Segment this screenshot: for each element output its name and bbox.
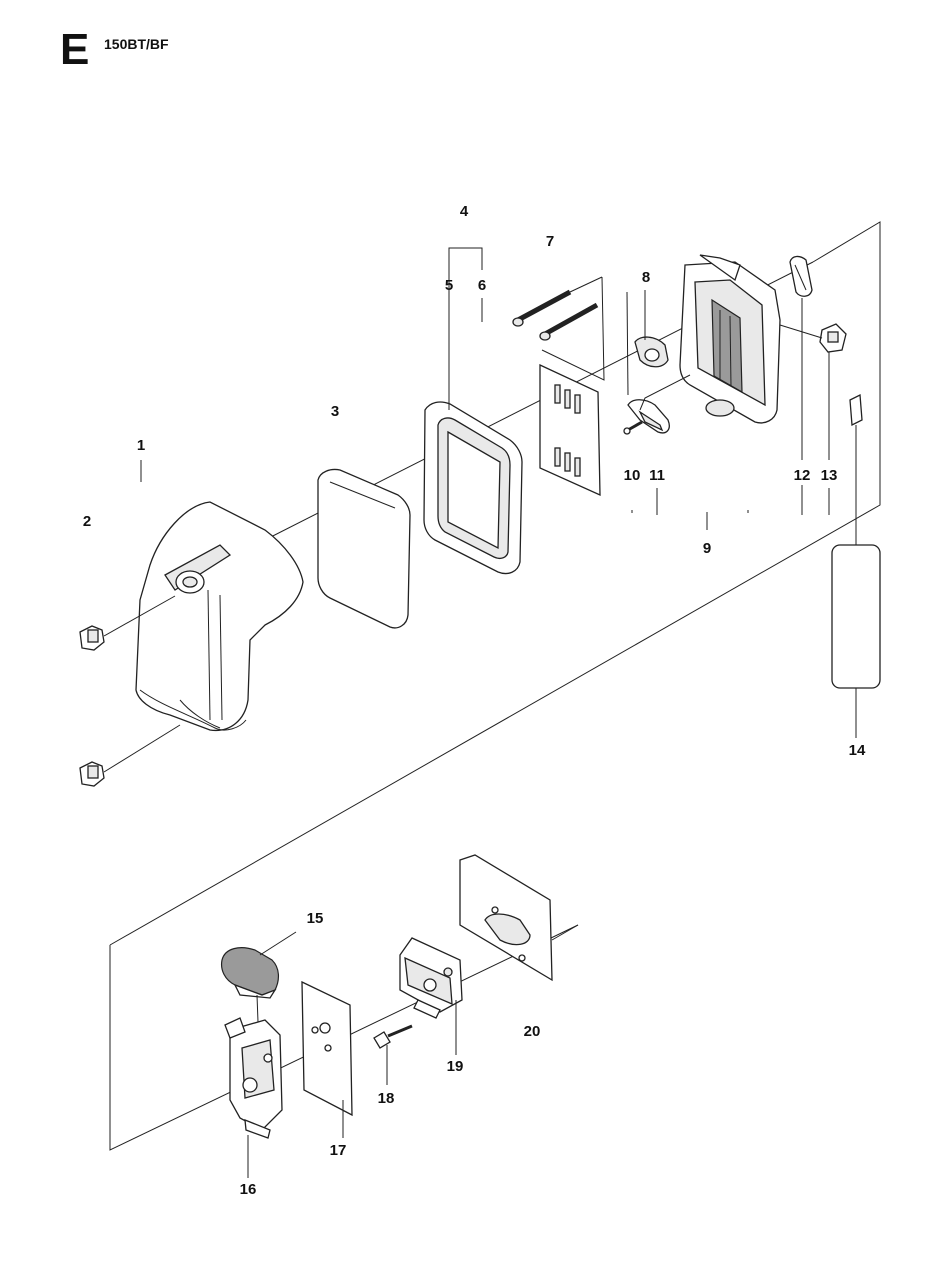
carburetor-cover [220, 931, 297, 999]
callout-11: 11 [649, 467, 665, 484]
callout-19: 19 [447, 1058, 464, 1075]
callout-4: 4 [460, 203, 469, 220]
filter-frame [423, 401, 523, 575]
intake-screw [373, 1024, 413, 1049]
insulation-plate [459, 854, 579, 982]
model-name: 150BT/BF [104, 36, 169, 52]
callout-12: 12 [794, 467, 811, 484]
bolt-leader-frame [541, 276, 605, 381]
intake-adapter [399, 937, 463, 1019]
callout-17: 17 [330, 1142, 347, 1159]
filter-housing [679, 254, 781, 424]
callout-16: 16 [240, 1181, 257, 1198]
bolt-long [512, 276, 603, 327]
callout-18: 18 [378, 1090, 395, 1107]
callout-6: 6 [478, 277, 486, 294]
carb-gasket [301, 980, 353, 1117]
callout-8: 8 [642, 269, 650, 286]
cover-knob-upper [79, 595, 176, 651]
callout-7: 7 [546, 233, 554, 250]
bolt-short [539, 302, 599, 341]
filter-mesh [539, 363, 601, 497]
callout-10: 10 [624, 467, 641, 484]
air-filter-cover [135, 501, 304, 732]
callout-leaders [140, 247, 857, 1178]
o-ring [789, 255, 813, 297]
callout-9: 9 [703, 540, 711, 557]
callout-5: 5 [445, 277, 453, 294]
callout-2: 2 [83, 513, 91, 530]
callout-3: 3 [331, 403, 339, 420]
callout-1: 1 [137, 437, 145, 454]
housing-clip [779, 323, 847, 353]
housing-bracket [627, 399, 670, 434]
cover-knob-lower [79, 724, 181, 787]
decal [831, 393, 881, 689]
callout-20: 20 [524, 1023, 541, 1040]
section-letter: E [60, 25, 90, 74]
bolt-leader-frame-2 [626, 291, 629, 396]
callout-14: 14 [849, 742, 866, 759]
callout-13: 13 [821, 467, 838, 484]
carburetor [224, 994, 283, 1139]
bracket-leader [639, 374, 691, 411]
callout-labels: 1 2 3 4 5 6 7 8 9 10 11 12 13 14 15 16 1… [83, 203, 866, 1198]
callout-15: 15 [307, 910, 324, 927]
choke-plate [634, 336, 669, 368]
air-filter-element [317, 468, 411, 629]
bracket-screw [623, 420, 643, 435]
